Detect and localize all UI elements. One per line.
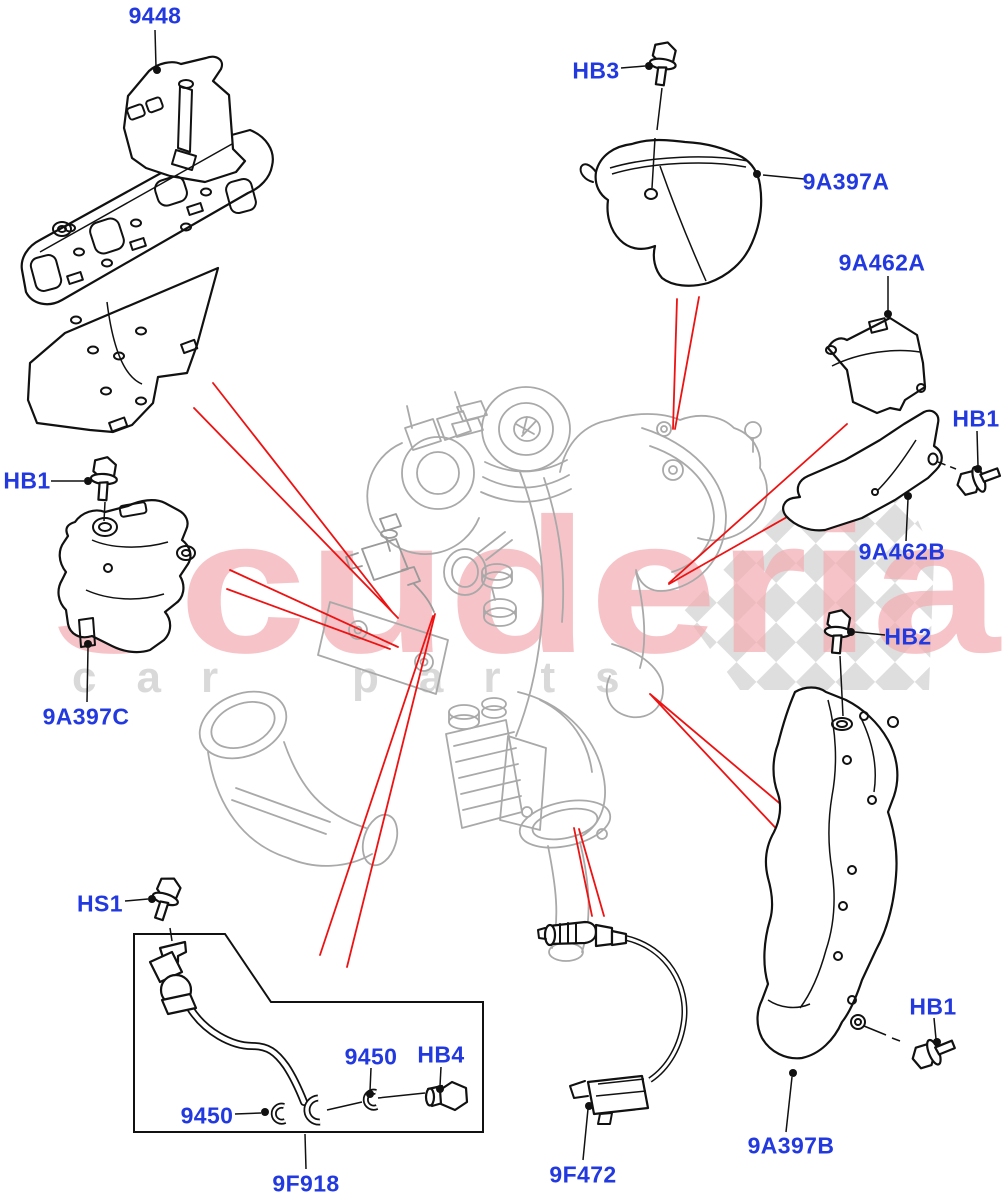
part-label-9450-mid: 9450 <box>344 1043 398 1070</box>
part-label-9f472: 9F472 <box>549 1161 617 1188</box>
bolt-hb2 <box>821 607 854 717</box>
part-9a397a-turbo-heat-shield <box>579 138 763 287</box>
label-leader-lines <box>51 29 982 1170</box>
part-9a397b-exhaust-heat-shield <box>756 686 899 1060</box>
part-label-9a397c: 9A397C <box>42 703 130 730</box>
part-label-9a462b: 9A462B <box>858 538 946 565</box>
part-label-9a462a: 9A462A <box>838 249 926 276</box>
watermark-sub-right: parts <box>352 653 660 702</box>
part-9a462b-heat-shield-bracket <box>782 409 943 532</box>
washer-9450-left <box>270 1102 287 1125</box>
part-9f918-boxed-assembly <box>133 933 484 1133</box>
part-label-9450-left: 9450 <box>180 1102 234 1129</box>
bolt-hb1-bottom <box>863 1025 960 1074</box>
part-label-9448: 9448 <box>128 2 182 29</box>
bolt-hs1 <box>145 872 186 942</box>
fitting-hb4 <box>424 1080 469 1112</box>
watermark: scuderia car parts <box>50 478 1001 702</box>
bolt-hb1-left <box>88 455 120 522</box>
part-label-hb4: HB4 <box>417 1041 465 1068</box>
callout-box <box>133 933 484 1133</box>
part-label-9f918: 9F918 <box>272 1170 340 1197</box>
engine-turbo-assembly-drawing <box>198 386 768 962</box>
part-label-9a397b: 9A397B <box>747 1132 835 1159</box>
part-label-hb1-left: HB1 <box>3 467 51 494</box>
part-label-9a397a: 9A397A <box>802 168 890 195</box>
part-9448-heat-shield <box>20 55 274 434</box>
part-9a397c-heat-shield <box>57 499 196 654</box>
part-9a462a-heat-shield-bracket <box>825 316 927 415</box>
part-label-hs1: HS1 <box>77 890 123 917</box>
bolt-hb3 <box>645 39 680 189</box>
part-label-hb1-bottom: HB1 <box>909 993 957 1020</box>
part-label-hb1-right: HB1 <box>952 405 1000 432</box>
part-label-hb2: HB2 <box>884 623 932 650</box>
part-9f472-oxygen-sensor <box>537 920 688 1125</box>
part-label-hb3: HB3 <box>572 57 620 84</box>
watermark-sub-left: car <box>72 653 258 702</box>
checkered-flag-watermark <box>683 497 934 690</box>
bolt-hb1-right <box>937 458 1005 501</box>
